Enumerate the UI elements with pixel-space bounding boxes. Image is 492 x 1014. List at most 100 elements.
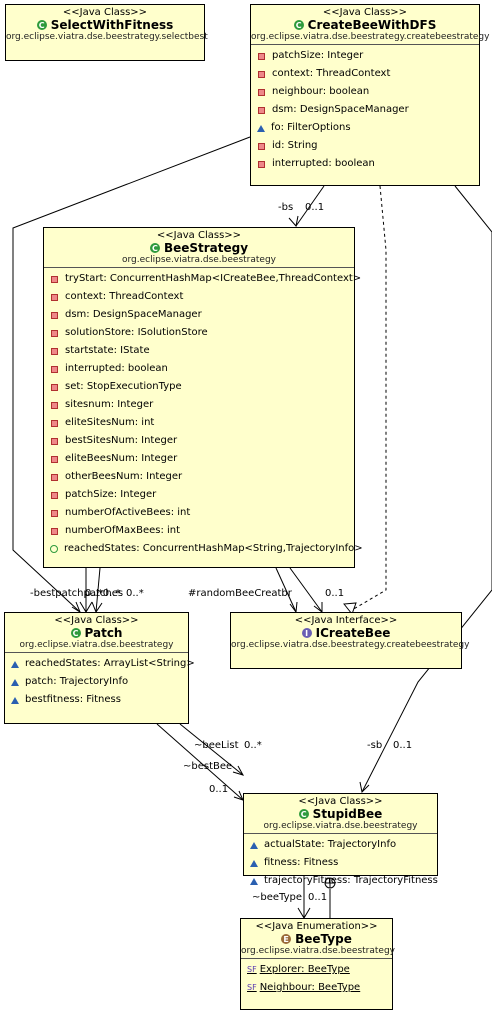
private-icon (51, 383, 58, 391)
stereotype: <<Java Class>> (156, 230, 242, 241)
edge-label-createbee: #randomBeeCreatbr (188, 588, 292, 599)
attribute: patch: TrajectoryInfo (5, 673, 188, 691)
stereotype: <<Java Interface>> (294, 615, 398, 626)
private-icon (51, 365, 58, 373)
attribute: numberOfActiveBees: int (44, 504, 354, 522)
attribute-list: reachedStates: ArrayList<String> patch: … (5, 653, 195, 709)
class-name-text: BeeType (295, 932, 352, 946)
package-name: org.eclipse.viatra.dse.beestrategy.creat… (251, 32, 490, 42)
static-final-icon: SF (247, 965, 257, 974)
attribute: patchSize: Integer (251, 47, 479, 65)
edge-bs (295, 185, 325, 227)
edge-implements-triangle (343, 602, 357, 616)
attribute: otherBeesNum: Integer (44, 468, 354, 486)
private-icon (51, 401, 58, 409)
attribute: interrupted: boolean (251, 155, 479, 173)
attribute: fo: FilterOptions (251, 119, 479, 137)
attribute-list: patchSize: Integer context: ThreadContex… (251, 45, 479, 173)
package-visibility-icon (11, 678, 19, 686)
attribute: dsm: DesignSpaceManager (44, 306, 354, 324)
private-icon (258, 106, 265, 114)
attribute: bestfitness: Fitness (5, 691, 188, 709)
edge-bs-patch-2 (95, 567, 101, 613)
private-icon (258, 52, 265, 60)
interface-icon: I (301, 628, 312, 638)
edge-label-beetype-role: ~beeType (252, 892, 302, 903)
attribute: neighbour: boolean (251, 83, 479, 101)
edge-label-createbee-mult: 0..1 (325, 588, 345, 599)
edge-label-patches-mult2: 0..* (126, 588, 144, 599)
private-icon (51, 419, 58, 427)
public-icon (50, 545, 58, 553)
attribute: context: ThreadContext (251, 65, 479, 83)
class-name-text: Patch (84, 626, 123, 640)
attribute: eliteSitesNum: int (44, 414, 354, 432)
edge-label-bs-mult: 0..1 (305, 202, 325, 213)
private-icon (258, 142, 265, 150)
private-icon (258, 70, 265, 78)
edge-bs-icreate-1 (275, 567, 297, 613)
edge-label-beetype-mult: 0..1 (308, 892, 328, 903)
private-icon (51, 509, 58, 517)
edge-sb-arrow (359, 781, 370, 794)
private-icon (258, 160, 265, 168)
attribute-list: actualState: TrajectoryInfo fitness: Fit… (244, 834, 438, 890)
attribute: id: String (251, 137, 479, 155)
edge-label-bestbee-mult: 0..1 (209, 784, 229, 795)
attribute: reachedStates: ArrayList<String> (5, 655, 195, 673)
attribute: dsm: DesignSpaceManager (251, 101, 479, 119)
package-visibility-icon (11, 660, 19, 668)
attribute-list: tryStart: ConcurrentHashMap<ICreateBee,T… (44, 268, 363, 558)
edge-dfs-patch (12, 136, 251, 613)
edge-dfs-implements (351, 185, 387, 611)
edge-label-bs-role: -bs (278, 202, 294, 213)
edge-label-beelist-role: ~beeList (194, 740, 239, 751)
attribute: startstate: IState (44, 342, 354, 360)
private-icon (51, 473, 58, 481)
attribute: solutionStore: ISolutionStore (44, 324, 354, 342)
class-icon: C (149, 243, 160, 253)
class-icon: C (36, 20, 47, 30)
attribute: context: ThreadContext (44, 288, 354, 306)
edge-label-sb-role: -sb (367, 740, 383, 751)
package-name: org.eclipse.viatra.dse.beestrategy (19, 640, 174, 650)
class-name-text: StupidBee (312, 807, 383, 821)
package-name: org.eclipse.viatra.dse.beestrategy (122, 255, 276, 265)
private-icon (258, 88, 265, 96)
private-icon (51, 275, 58, 283)
attribute: actualState: TrajectoryInfo (244, 836, 437, 854)
private-icon (51, 329, 58, 337)
private-icon (51, 437, 58, 445)
stereotype: <<Java Enumeration>> (255, 921, 378, 932)
class-name-text: CreateBeeWithDFS (307, 18, 437, 32)
edge-bs-arrow (288, 215, 299, 228)
private-icon (51, 347, 58, 355)
class-icon: C (70, 628, 81, 638)
attribute: eliteBeesNum: Integer (44, 450, 354, 468)
attribute: bestSitesNum: Integer (44, 432, 354, 450)
private-icon (51, 527, 58, 535)
edge-bestbee (156, 723, 244, 801)
class-name-text: BeeStrategy (163, 241, 249, 255)
stereotype: <<Java Class>> (322, 7, 408, 18)
attribute: set: StopExecutionType (44, 378, 354, 396)
edge-sb (361, 185, 492, 793)
private-icon (51, 311, 58, 319)
package-name: org.eclipse.viatra.dse.beestrategy (263, 821, 418, 831)
